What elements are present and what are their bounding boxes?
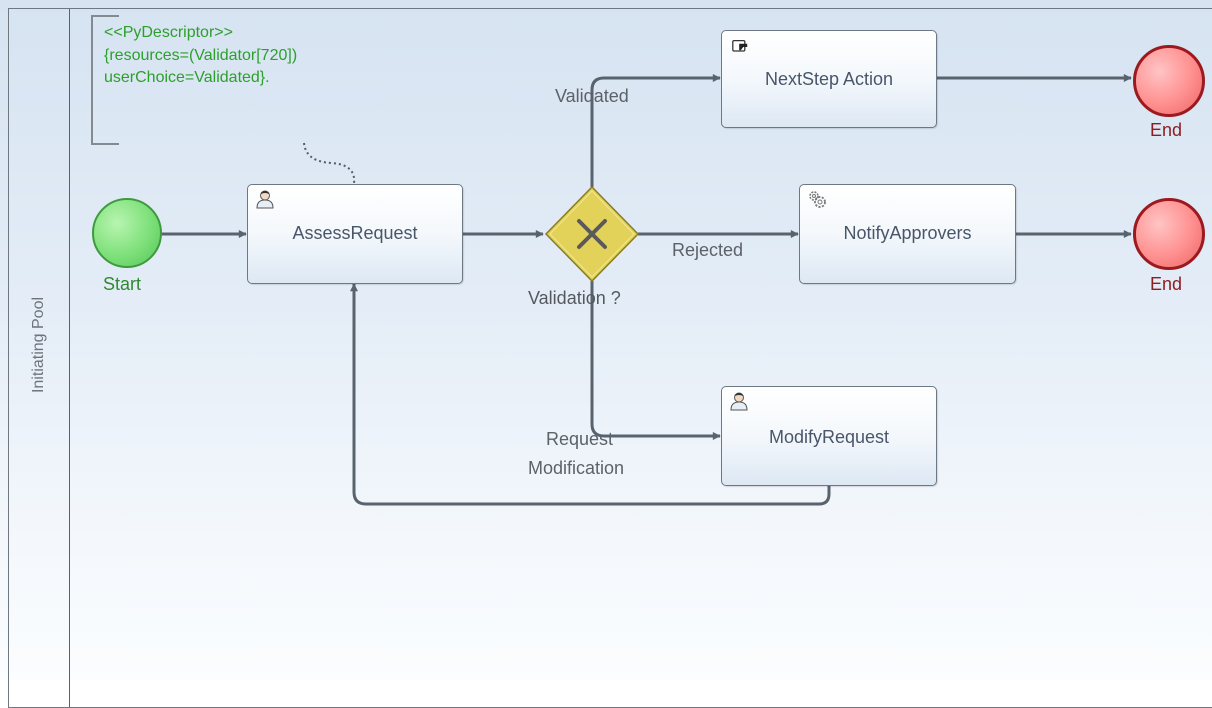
annotation-bracket: [91, 15, 119, 145]
flow-label-request: Request: [546, 429, 614, 449]
task-modify-request[interactable]: ModifyRequest: [721, 386, 937, 486]
annotation-line: {resources=(Validator[720]): [104, 46, 298, 64]
end-event-middle[interactable]: [1133, 198, 1205, 270]
gateway-label: Validation ?: [528, 288, 621, 308]
gear-icon: [809, 191, 826, 208]
task-label: AssessRequest: [292, 223, 418, 243]
user-icon: [256, 190, 274, 209]
task-label: ModifyRequest: [768, 427, 890, 447]
flow-label-rejected: Rejected: [672, 240, 744, 260]
task-nextstep-action[interactable]: NextStep Action: [721, 30, 937, 128]
descriptor-annotation: <<PyDescriptor>> {resources=(Validator[7…: [104, 22, 297, 90]
user-icon: [730, 392, 748, 411]
flow-modify-to-assess[interactable]: [350, 283, 831, 506]
end-event-top[interactable]: [1133, 45, 1205, 117]
annotation-line: userChoice=Validated}.: [104, 69, 270, 86]
task-notify-approvers[interactable]: NotifyApprovers: [799, 184, 1016, 284]
end-label-top: End: [1150, 120, 1183, 140]
flow-label-validated: Validated: [555, 86, 629, 106]
gateway-validation[interactable]: [544, 185, 640, 283]
card-icon: [732, 39, 748, 52]
task-assess-request[interactable]: AssessRequest: [247, 184, 463, 284]
start-label: Start: [103, 274, 142, 294]
x-icon: [577, 219, 607, 249]
flow-request-modification[interactable]: [590, 281, 721, 440]
pool-header: [8, 8, 70, 708]
annotation-association: [303, 142, 356, 184]
flow-connectors: [91, 15, 1132, 506]
flow-validated[interactable]: [590, 74, 721, 187]
flow-label-modification: Modification: [528, 458, 625, 478]
annotation-line: <<PyDescriptor>>: [104, 24, 233, 41]
task-label: NextStep Action: [764, 69, 894, 89]
end-label-middle: End: [1150, 274, 1183, 294]
task-label: NotifyApprovers: [843, 223, 972, 243]
start-event[interactable]: [92, 198, 162, 268]
